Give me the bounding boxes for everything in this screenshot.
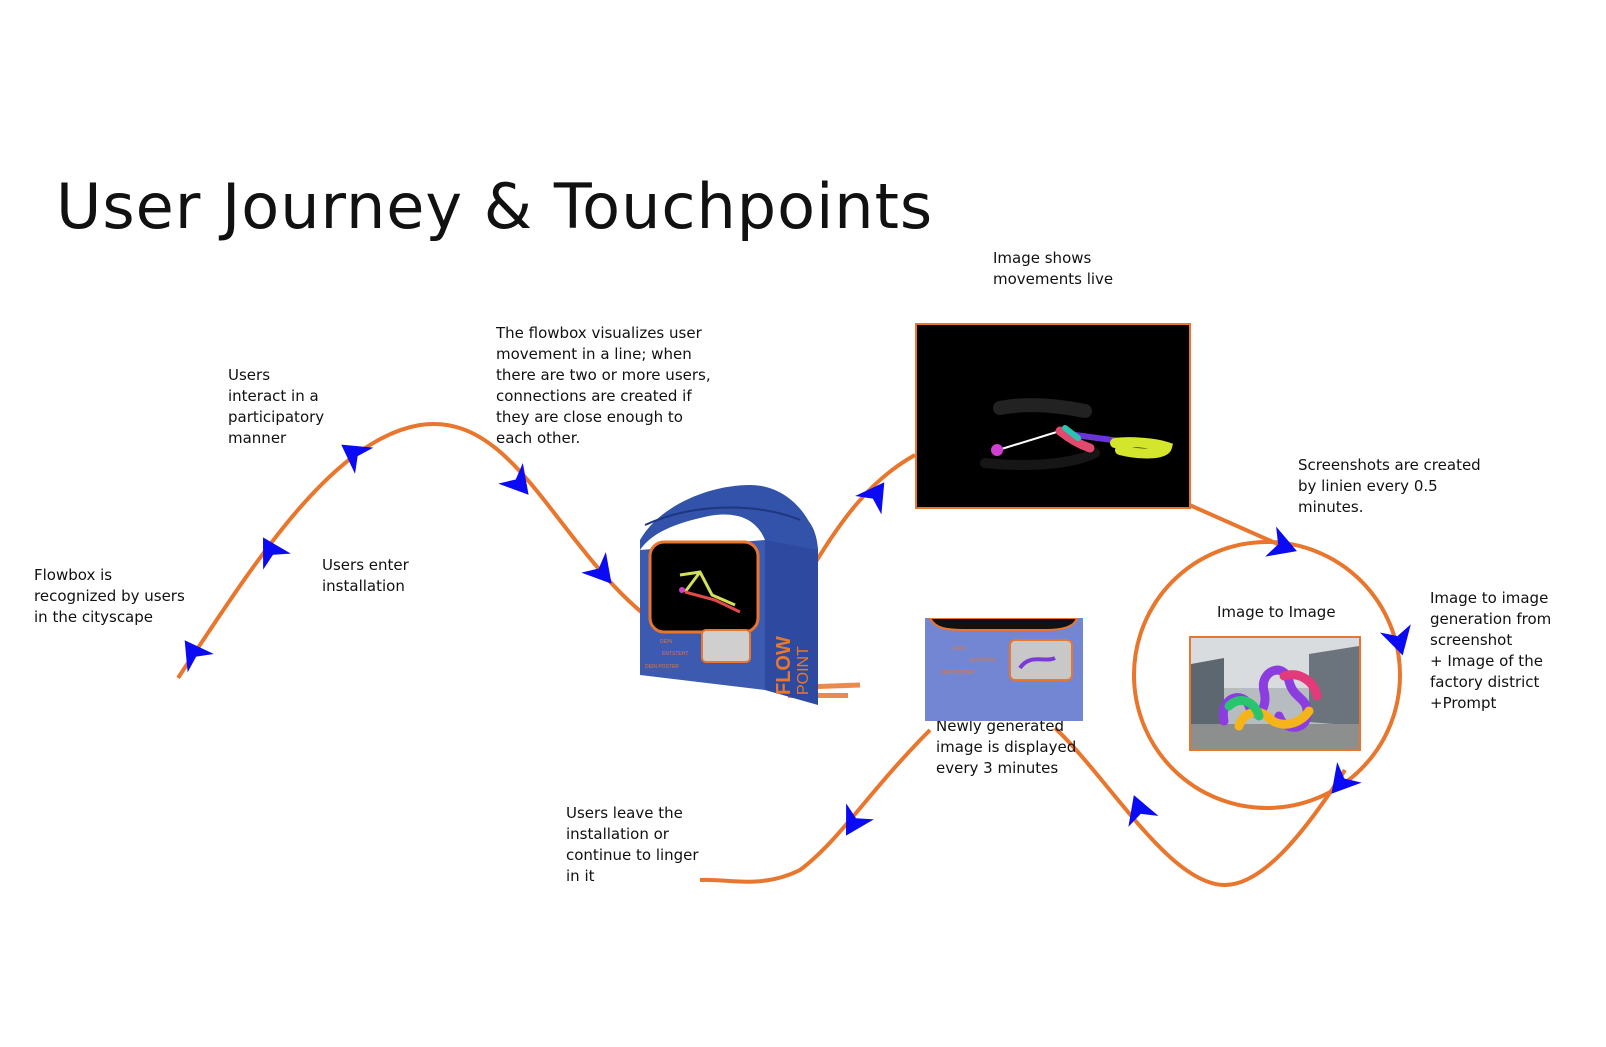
displayed-poster-preview: DEIN ENTSTEHT DEIN POSTER <box>925 618 1083 721</box>
note-recognized: Flowbox is recognized by users in the ci… <box>34 566 185 626</box>
arrow-icon <box>1331 762 1362 794</box>
note-displayed: Newly generated image is displayed every… <box>936 717 1077 777</box>
note-screenshots: Screenshots are created by linien every … <box>1298 456 1481 516</box>
arrow-icon <box>846 803 874 836</box>
note-leave: Users leave the installation or continue… <box>566 804 699 885</box>
arrow-icon <box>184 640 214 673</box>
device-brand: FLOW <box>773 636 795 695</box>
note-live: Image shows movements live <box>993 249 1114 288</box>
arrow-icon <box>855 482 885 515</box>
arrow-icon <box>581 552 612 584</box>
poster-text-line1: DEIN <box>953 646 965 652</box>
device-text-line3: DEIN POSTER <box>645 664 679 670</box>
arrow-icon <box>498 463 529 495</box>
arrow-icon <box>1265 526 1297 557</box>
flowbox-device: DEIN ENTSTEHT DEIN POSTER FLOW POINT <box>640 485 861 705</box>
arrow-icon <box>263 537 291 570</box>
path-loop <box>1132 540 1402 810</box>
arrow-icon <box>1128 795 1159 827</box>
path-segment-to-loop <box>1184 501 1281 547</box>
path-segment-return <box>1053 726 1347 888</box>
poster-text-line2: ENTSTEHT <box>970 658 996 664</box>
poster-text-line3: DEIN POSTER <box>940 670 974 676</box>
path-segment-end <box>699 728 932 884</box>
note-generation: Image to image generation from screensho… <box>1430 589 1552 712</box>
note-interact: Users interact in a participatory manner <box>228 366 325 447</box>
path-segment-start <box>176 421 667 680</box>
device-text-line2: ENTSTEHT <box>662 651 688 657</box>
note-enter: Users enter installation <box>322 556 409 595</box>
generated-sculpture-image <box>1189 636 1361 751</box>
arrow-icon <box>1379 624 1411 656</box>
note-visualize: The flowbox visualizes user movement in … <box>496 324 711 447</box>
page-title: User Journey & Touchpoints <box>56 170 934 243</box>
device-text-line1: DEIN <box>660 639 672 645</box>
arrow-icon <box>341 444 374 474</box>
device-brand-sub: POINT <box>795 646 812 695</box>
img2img-label: Image to Image <box>1217 603 1336 621</box>
live-movement-screen <box>915 323 1191 509</box>
